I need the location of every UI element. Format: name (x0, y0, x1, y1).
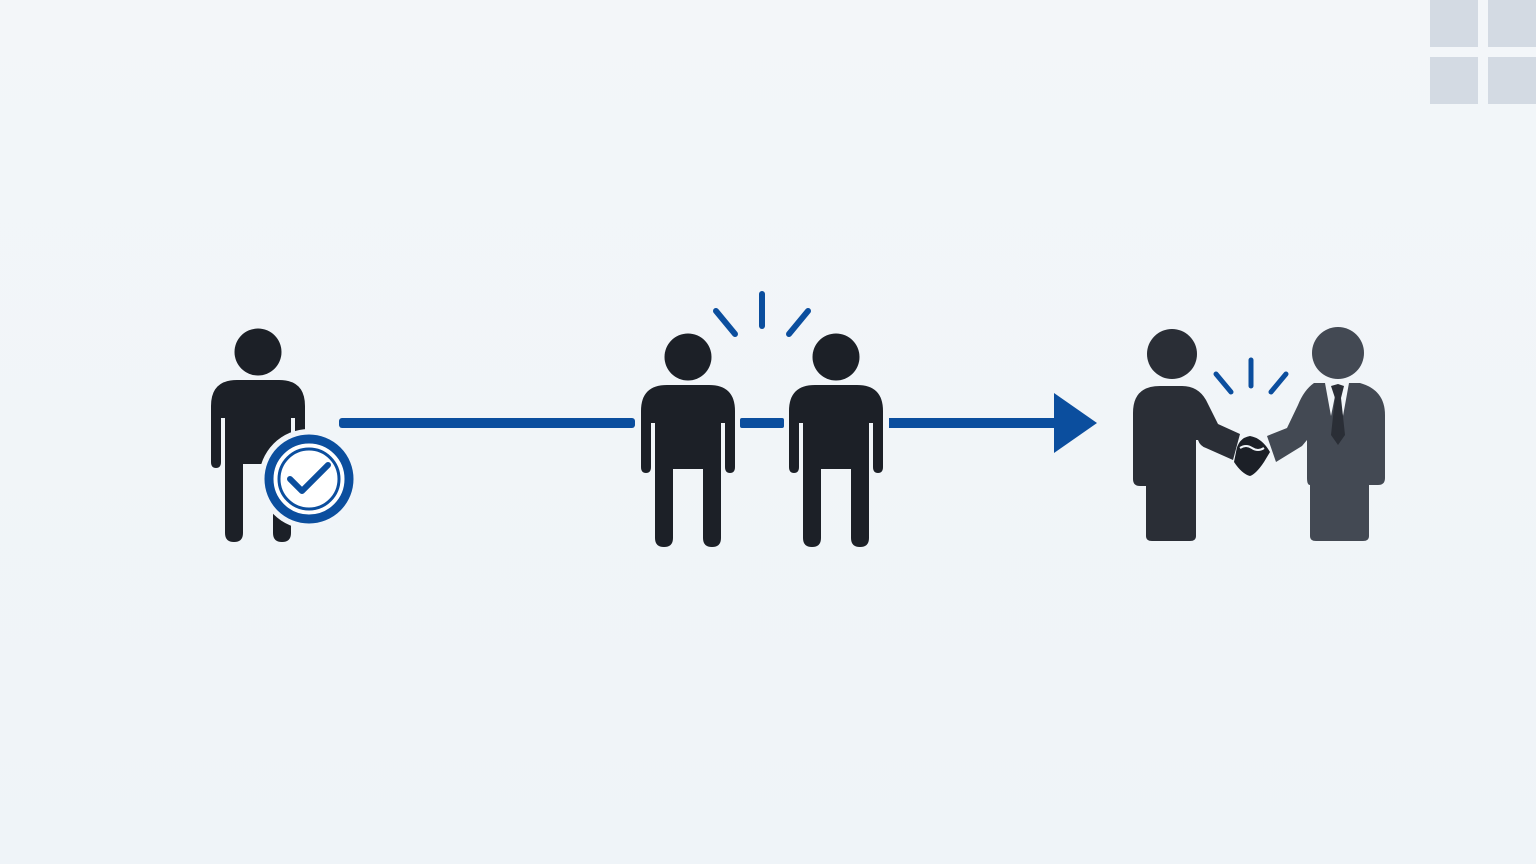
stage-conversation (641, 291, 883, 547)
emphasis-rays-icon (1213, 357, 1289, 395)
emphasis-rays-icon (713, 291, 811, 337)
connector-line (339, 418, 635, 428)
person-icon (1133, 329, 1240, 541)
corner-tile (1430, 57, 1478, 104)
person-icon (789, 333, 883, 547)
corner-tile (1488, 0, 1536, 47)
stage-handshake (1133, 327, 1385, 541)
corner-tile (1430, 0, 1478, 47)
handshake-icon (1234, 436, 1270, 476)
stage-individual (211, 328, 359, 542)
businessman-icon (1267, 327, 1385, 541)
connector-line (740, 418, 784, 428)
person-icon (641, 333, 735, 547)
check-circle-icon (264, 434, 354, 524)
tie-icon (1331, 384, 1345, 445)
arrow-head-icon (1054, 393, 1097, 453)
corner-tile (1488, 57, 1536, 104)
arrow (889, 393, 1097, 453)
